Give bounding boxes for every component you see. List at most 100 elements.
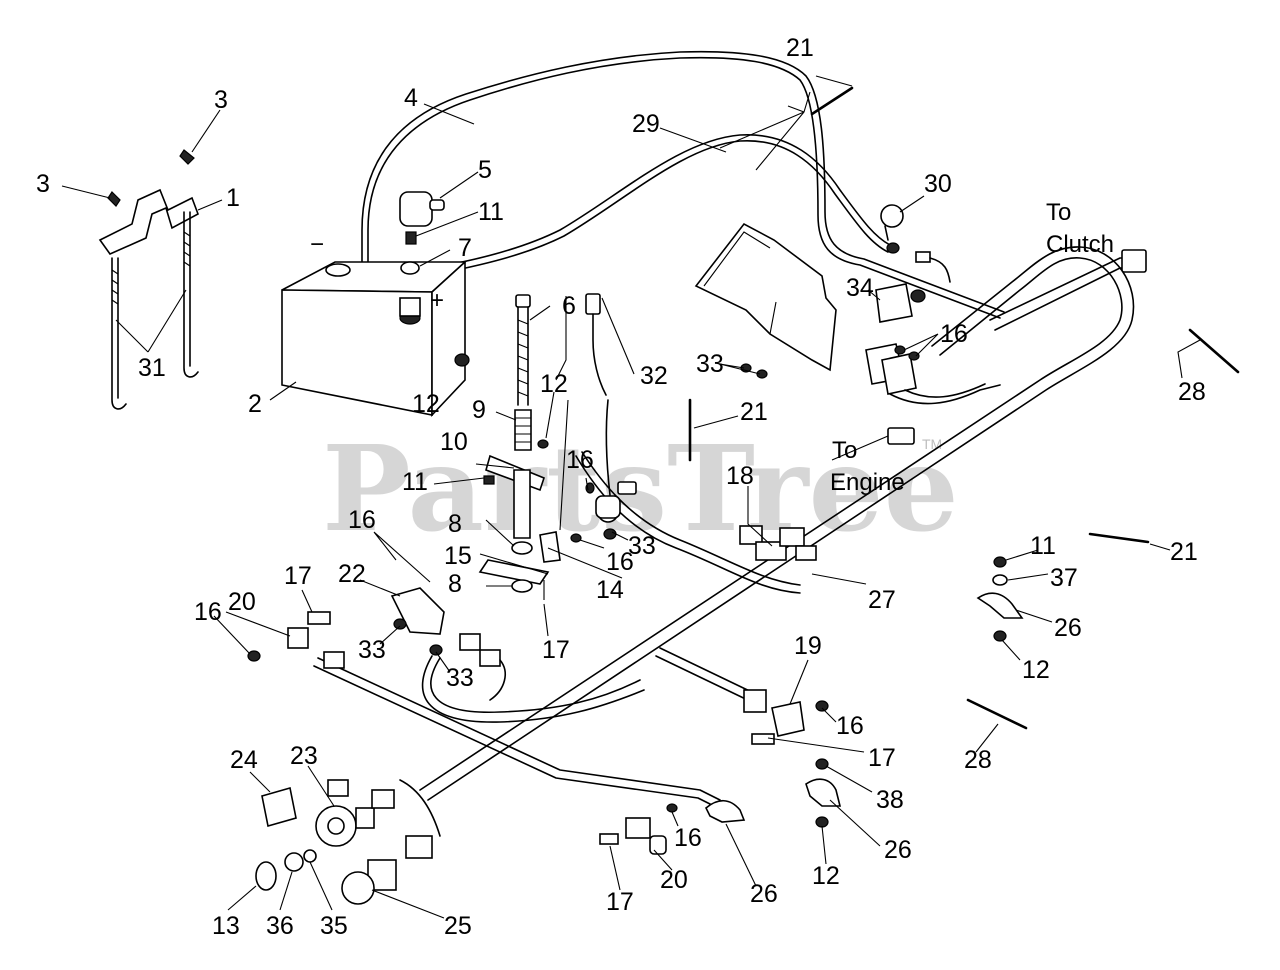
key bbox=[255, 861, 277, 891]
wing-nut bbox=[107, 191, 121, 207]
callout-29: 29 bbox=[632, 110, 660, 138]
callout-10: 10 bbox=[440, 428, 468, 456]
callout-19: 19 bbox=[794, 632, 822, 660]
callout-12: 12 bbox=[1022, 656, 1050, 684]
callout-17: 17 bbox=[868, 744, 896, 772]
negative-sign: − bbox=[310, 231, 324, 258]
callout-27: 27 bbox=[868, 586, 896, 614]
callout-16: 16 bbox=[566, 446, 594, 474]
callout-17: 17 bbox=[284, 562, 312, 590]
main-wire-harness bbox=[313, 246, 1136, 809]
callout-16: 16 bbox=[348, 506, 376, 534]
callout-28: 28 bbox=[964, 746, 992, 774]
switch-20-bottom bbox=[599, 803, 678, 855]
callout-18: 18 bbox=[726, 462, 754, 490]
callout-11: 11 bbox=[478, 198, 504, 226]
callout-7: 7 bbox=[458, 234, 472, 262]
clamp-26-right bbox=[976, 556, 1024, 642]
callout-3: 3 bbox=[36, 170, 50, 198]
to-engine-label-line2: Engine bbox=[830, 469, 905, 496]
callout-16: 16 bbox=[194, 598, 222, 626]
callout-26: 26 bbox=[884, 836, 912, 864]
starter-solenoid bbox=[399, 191, 470, 367]
battery-hold-down bbox=[98, 149, 199, 410]
callout-4: 4 bbox=[404, 84, 418, 112]
callout-9: 9 bbox=[472, 396, 486, 424]
negative-terminal bbox=[325, 263, 351, 277]
leader-lines bbox=[61, 75, 1201, 919]
callout-25: 25 bbox=[444, 912, 472, 940]
callout-3: 3 bbox=[214, 86, 228, 114]
callout-21: 21 bbox=[740, 398, 768, 426]
callout-2: 2 bbox=[248, 390, 262, 418]
sensor-30 bbox=[880, 204, 951, 303]
watermark: PartsTree bbox=[322, 419, 959, 558]
switch-22 bbox=[390, 587, 506, 701]
relay-34 bbox=[875, 283, 913, 323]
callout-20: 20 bbox=[228, 588, 256, 616]
callout-6: 6 bbox=[562, 292, 576, 320]
callout-12: 12 bbox=[812, 862, 840, 890]
mounting-bolt-assembly bbox=[478, 294, 550, 593]
callout-12: 12 bbox=[540, 370, 568, 398]
callout-36: 36 bbox=[266, 912, 294, 940]
watermark-trademark: TM bbox=[922, 436, 942, 452]
callout-15: 15 bbox=[444, 542, 472, 570]
to-clutch-label-line2: Clutch bbox=[1046, 231, 1114, 258]
callout-37: 37 bbox=[1050, 564, 1078, 592]
callout-17: 17 bbox=[542, 636, 570, 664]
callout-12: 12 bbox=[412, 390, 440, 418]
callout-11: 11 bbox=[402, 468, 428, 496]
callout-26: 26 bbox=[1054, 614, 1082, 642]
hour-meter bbox=[261, 786, 297, 828]
battery-cable-positive bbox=[417, 134, 893, 278]
callout-8: 8 bbox=[448, 510, 462, 538]
clutch-connector bbox=[1121, 249, 1147, 273]
callout-14: 14 bbox=[596, 576, 624, 604]
callout-11: 11 bbox=[1030, 532, 1056, 560]
callout-31: 31 bbox=[138, 354, 166, 382]
cable-ties bbox=[688, 86, 1240, 730]
callout-13: 13 bbox=[212, 912, 240, 940]
connector-18 bbox=[739, 525, 817, 561]
callout-numbers: 1 2 3 3 4 5 6 7 8 8 9 10 11 11 11 12 12 … bbox=[36, 34, 1206, 940]
clamp-26-center bbox=[805, 758, 842, 828]
wing-nut bbox=[179, 149, 195, 165]
callout-33: 33 bbox=[358, 636, 386, 664]
callout-38: 38 bbox=[876, 786, 904, 814]
callout-16: 16 bbox=[940, 320, 968, 348]
switch-19 bbox=[743, 689, 829, 745]
callout-16: 16 bbox=[606, 548, 634, 576]
engine-connector bbox=[887, 427, 915, 445]
callout-28: 28 bbox=[1178, 378, 1206, 406]
callout-30: 30 bbox=[924, 170, 952, 198]
callout-24: 24 bbox=[230, 746, 258, 774]
dash-components bbox=[255, 779, 441, 905]
positive-sign: + bbox=[430, 287, 444, 314]
relay-mounting-plate bbox=[694, 222, 1001, 405]
callout-35: 35 bbox=[320, 912, 348, 940]
switch-assembly-32 bbox=[539, 293, 637, 563]
battery bbox=[281, 260, 468, 418]
callout-32: 32 bbox=[640, 362, 668, 390]
callout-1: 1 bbox=[226, 184, 240, 212]
callout-16: 16 bbox=[836, 712, 864, 740]
battery-cable-negative bbox=[361, 50, 1005, 319]
callout-34: 34 bbox=[846, 274, 874, 302]
callout-22: 22 bbox=[338, 560, 366, 588]
callout-16: 16 bbox=[674, 824, 702, 852]
callout-33: 33 bbox=[696, 350, 724, 378]
callout-26: 26 bbox=[750, 880, 778, 908]
clamp-26-bottom bbox=[705, 799, 746, 823]
callout-33: 33 bbox=[628, 532, 656, 560]
callout-20: 20 bbox=[660, 866, 688, 894]
to-clutch-label-line1: To bbox=[1046, 199, 1071, 226]
callout-5: 5 bbox=[478, 156, 492, 184]
switch-20-left bbox=[247, 611, 345, 669]
callout-33: 33 bbox=[446, 664, 474, 692]
callout-21: 21 bbox=[1170, 538, 1198, 566]
to-engine-label-line1: To bbox=[832, 437, 857, 464]
callout-23: 23 bbox=[290, 742, 318, 770]
